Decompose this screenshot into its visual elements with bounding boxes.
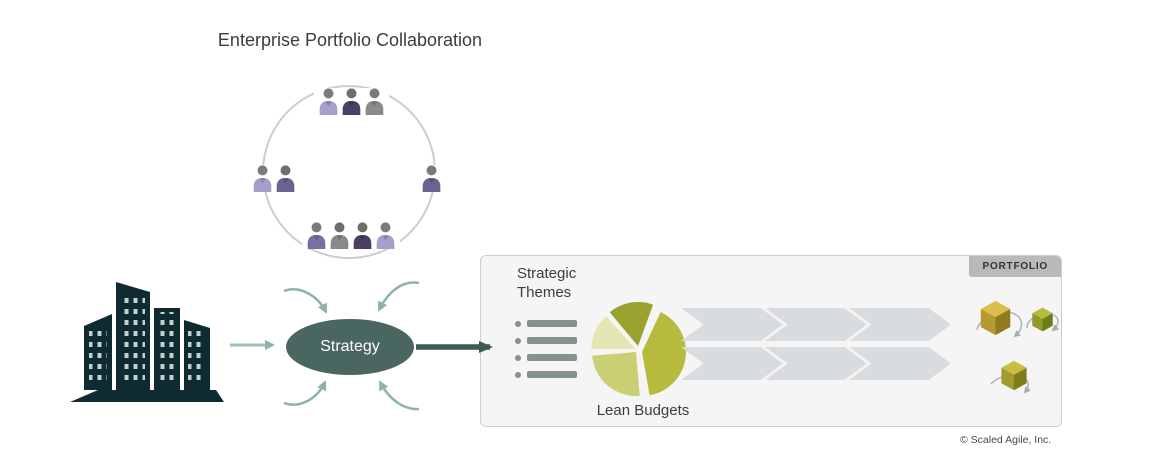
line-bar-icon [527, 371, 577, 378]
person-icon [421, 165, 442, 192]
chevron-row [681, 347, 951, 380]
strategy-node[interactable]: Strategy [286, 319, 414, 375]
strategic-themes-label: Strategic Themes [517, 265, 577, 301]
portfolio-panel: PORTFOLIO Strategic Themes Lean Budgets [480, 255, 1062, 427]
people-group-top [314, 88, 389, 115]
bullet-icon [515, 320, 521, 327]
pie-slice [609, 302, 654, 346]
bullet-icon [515, 337, 521, 344]
collab-arrow-top-right [377, 281, 420, 312]
list-item [515, 320, 577, 327]
enterprise-buildings-icon [70, 282, 224, 402]
chevron-arrow-icon [681, 347, 783, 380]
bullet-icon [515, 354, 521, 361]
epic-cube-icon [1032, 307, 1053, 332]
lean-budgets-label: Lean Budgets [596, 402, 690, 419]
strategy-label: Strategy [320, 338, 380, 355]
copyright: © Scaled Agile, Inc. [960, 434, 1052, 446]
list-item [515, 354, 577, 361]
line-bar-icon [527, 354, 577, 361]
chevron-row [681, 308, 951, 341]
pie-slice [592, 352, 640, 396]
line-bar-icon [527, 320, 577, 327]
chevron-arrow-icon [681, 308, 783, 341]
person-icon [341, 88, 362, 115]
people-group-right [417, 165, 446, 192]
epic-cubes-group[interactable] [969, 290, 1061, 348]
pie-slice [591, 316, 636, 349]
person-icon [275, 165, 296, 192]
epic-cube-icon [980, 300, 1011, 336]
person-icon [318, 88, 339, 115]
epic-cube-icon [1001, 360, 1027, 391]
person-icon [306, 222, 327, 249]
person-icon [329, 222, 350, 249]
person-icon [375, 222, 396, 249]
portfolio-tab[interactable]: PORTFOLIO [969, 256, 1061, 277]
people-group-bottom [302, 222, 400, 249]
people-group-left [248, 165, 300, 192]
collab-arrow-bottom-left [283, 380, 327, 406]
collab-arrow-top-left [283, 288, 328, 314]
person-icon [352, 222, 373, 249]
bullet-icon [515, 371, 521, 378]
roadmap-chevrons [681, 308, 951, 380]
list-item [515, 371, 577, 378]
person-icon [364, 88, 385, 115]
line-bar-icon [527, 337, 577, 344]
lean-budgets-pie-icon[interactable] [587, 298, 691, 402]
person-icon [252, 165, 273, 192]
epic-cubes-group[interactable] [985, 350, 1043, 404]
diagram-title: Enterprise Portfolio Collaboration [217, 30, 483, 50]
collab-arrow-bottom-right [378, 380, 420, 411]
pie-slice [642, 312, 686, 396]
strategic-themes-list-icon[interactable] [515, 320, 577, 388]
list-item [515, 337, 577, 344]
